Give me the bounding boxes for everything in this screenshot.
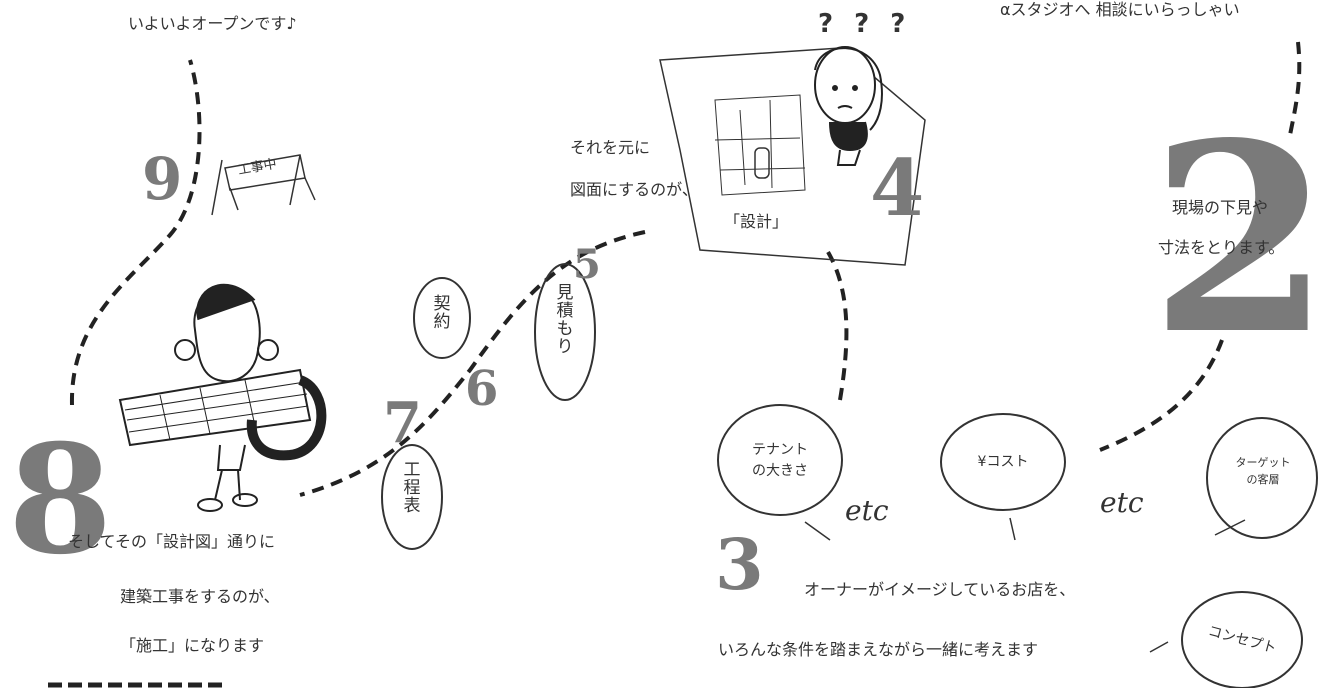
char: 約 xyxy=(433,311,451,332)
char: 工 xyxy=(403,460,421,480)
tenant-line1: テナント xyxy=(752,442,808,458)
etc-label-2: etc xyxy=(1100,486,1144,519)
char: り xyxy=(556,336,574,357)
construction-sign xyxy=(211,154,316,216)
designer-figure xyxy=(814,46,883,166)
step2-line1: 現場の下見や xyxy=(1172,198,1269,217)
step-number-5: 5 xyxy=(573,241,601,288)
path-8-9 xyxy=(69,59,202,406)
path-1-2 xyxy=(1288,41,1302,136)
char: 表 xyxy=(403,495,421,516)
step-number-4: 4 xyxy=(870,143,925,234)
step9-caption: いよいよオープンです♪ xyxy=(128,14,297,33)
worker-figure xyxy=(118,283,327,512)
bubble-mitsumori xyxy=(534,263,596,401)
step-number-8: 8 xyxy=(8,412,113,588)
step4-line2: 図面にするのが、 xyxy=(570,180,698,199)
bubble-tenant-text: テナント の大きさ xyxy=(728,440,832,482)
char: 見 xyxy=(556,283,574,303)
char: も xyxy=(556,318,574,339)
step3-line2: いろんな条件を踏まえながら一緒に考えます xyxy=(718,640,1039,659)
step4-label: 「設計」 xyxy=(724,212,789,231)
step4-line1: それを元に xyxy=(570,138,651,157)
step8-line3: 「施工」になります xyxy=(120,636,265,655)
label-mitsumori: 見 積 も り xyxy=(555,283,575,357)
step-number-6: 6 xyxy=(465,361,499,417)
tenant-line2: の大きさ xyxy=(752,463,808,479)
bubble-concept xyxy=(1181,591,1303,688)
target-line1: ターゲット xyxy=(1235,456,1291,469)
step-number-9: 9 xyxy=(142,145,183,213)
char: 程 xyxy=(403,477,421,498)
step2-line2: 寸法をとります。 xyxy=(1158,238,1285,257)
step-number-7: 7 xyxy=(383,390,422,456)
bubble-target-text: ターゲット の客層 xyxy=(1220,455,1306,488)
question-marks: ? ? ? xyxy=(818,9,912,39)
bubble-koutei xyxy=(381,444,443,550)
step-number-3: 3 xyxy=(715,523,764,606)
bubble-tenant xyxy=(717,404,843,516)
target-line2: の客層 xyxy=(1246,472,1280,486)
path-5-7 xyxy=(299,230,646,497)
step8-line1: そしてその「設計図」通りに xyxy=(68,532,276,551)
path-2-3 xyxy=(1099,339,1224,452)
label-keiyaku: 契 約 xyxy=(432,294,452,332)
etc-label-1: etc xyxy=(845,494,889,527)
bubble-cost-text: ¥コスト xyxy=(977,454,1029,470)
bubble-cost xyxy=(940,413,1066,511)
step1-caption: αスタジオへ 相談にいらっしゃい xyxy=(1000,0,1240,19)
bubble-target xyxy=(1206,417,1318,539)
step3-line1: オーナーがイメージしているお店を、 xyxy=(804,580,1076,599)
step-number-2: 2 xyxy=(1150,87,1322,392)
path-3-4 xyxy=(826,250,849,401)
char: 積 xyxy=(556,300,574,321)
step8-line2: 建築工事をするのが、 xyxy=(120,587,280,606)
char: 契 xyxy=(433,294,451,314)
label-koutei: 工 程 表 xyxy=(402,460,422,516)
bubble-keiyaku xyxy=(413,277,471,359)
